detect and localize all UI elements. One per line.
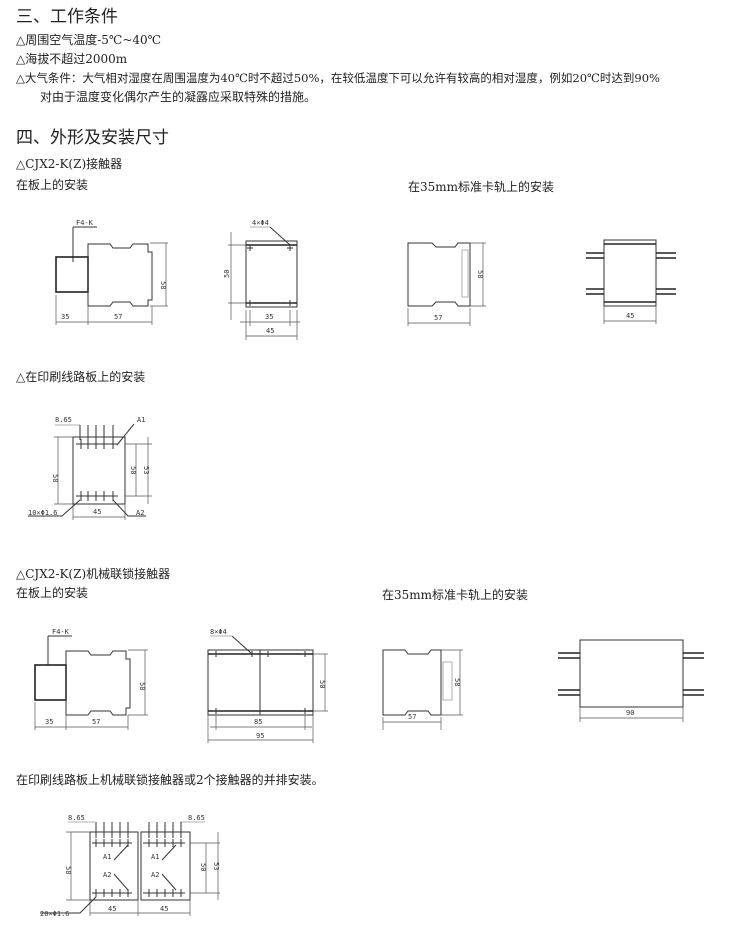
a2-label: A2 [136,509,144,517]
dim-58: 58 [453,678,461,686]
dim-35: 35 [61,313,69,321]
dim-35: 35 [45,718,53,726]
a2-label-right: A2 [151,871,159,879]
mounting-holes-drawing: 4×Φ4 50 35 45 [223,219,300,340]
side-view-drawing: F4-K 35 57 58 [55,219,168,325]
part1-title: △CJX2-K(Z)接触器 [16,157,123,171]
dim-45: 45 [266,327,274,335]
dim-57: 57 [408,713,416,721]
part2-pcb-label: 在印刷线路板上机械联锁接触器或2个接触器的并排安装。 [16,773,324,787]
interlock-pcb-layout-drawing: 8.65 8.65 A1 A2 A1 A2 58 50 53 20×Φ1.6 4… [40,814,220,918]
pitch-label-left: 8.65 [68,814,85,822]
condition-altitude: △海拔不超过2000m [16,52,128,66]
dim-35: 35 [265,313,273,321]
a1-label-right: A1 [151,853,159,861]
part2-board-label: 在板上的安装 [16,586,89,600]
holes-label: 8×Φ4 [210,628,227,636]
section-4-title: 四、外形及安装尺寸 [16,128,169,148]
dim-57: 57 [434,314,442,322]
interlock-rail-side-drawing: 58 57 [382,649,463,730]
dim-53: 53 [142,466,150,474]
dim-45: 45 [626,312,634,320]
module-label: F4-K [52,628,70,636]
holes-label: 20×Φ1.6 [40,910,70,918]
module-label: F4-K [76,219,94,227]
dim-45-right: 45 [160,905,168,913]
dim-50: 50 [223,270,231,278]
a2-label-left: A2 [103,871,111,879]
part1-board-label: 在板上的安装 [16,178,89,192]
dim-58: 58 [159,281,167,289]
dim-50: 50 [129,466,137,474]
dim-50: 50 [318,680,326,688]
pitch-label: 8.65 [55,416,72,424]
part1-rail-label: 在35mm标准卡轨上的安装 [408,180,555,194]
section-3-title: 三、工作条件 [16,7,118,27]
pcb-layout-drawing: 8.65 A1 58 50 53 10×Φ1.6 45 A2 [28,416,152,520]
dim-58: 58 [138,682,146,690]
holes-label: 10×Φ1.6 [28,509,58,517]
dim-58: 58 [476,270,484,278]
part2-title: △CJX2-K(Z)机械联锁接触器 [16,567,171,581]
dim-53: 53 [212,862,220,870]
holes-label: 4×Φ4 [252,219,269,227]
dim-45-left: 45 [108,905,116,913]
condition-atmosphere: △大气条件：大气相对湿度在周围温度为40℃时不超过50%，在较低温度下可以允许有… [16,71,660,85]
rail-side-view-drawing: 58 57 [407,242,486,326]
interlock-side-view-drawing: F4-K 58 35 57 [34,628,148,730]
dim-85: 85 [254,718,262,726]
condition-temperature: △周围空气温度-5℃~40℃ [16,33,162,47]
dim-95: 95 [256,732,264,740]
part1-pcb-label: △在印刷线路板上的安装 [16,370,146,384]
pitch-label-right: 8.65 [188,814,205,822]
a1-label-left: A1 [103,853,111,861]
rail-front-view-drawing: 45 [586,239,676,324]
a1-label: A1 [137,416,145,424]
dim-90: 90 [626,709,634,717]
interlock-rail-front-drawing: 90 [558,639,704,722]
dim-50: 50 [199,863,207,871]
dim-57: 57 [114,313,122,321]
condition-condensation: 对由于温度变化偶尔产生的凝露应采取特殊的措施。 [40,90,317,104]
dim-57: 57 [92,718,100,726]
part2-rail-label: 在35mm标准卡轨上的安装 [382,588,529,602]
dim-58: 58 [51,474,59,482]
dim-45: 45 [93,508,101,516]
dim-58: 58 [64,866,72,874]
interlock-holes-drawing: 8×Φ4 50 85 95 [207,628,328,743]
